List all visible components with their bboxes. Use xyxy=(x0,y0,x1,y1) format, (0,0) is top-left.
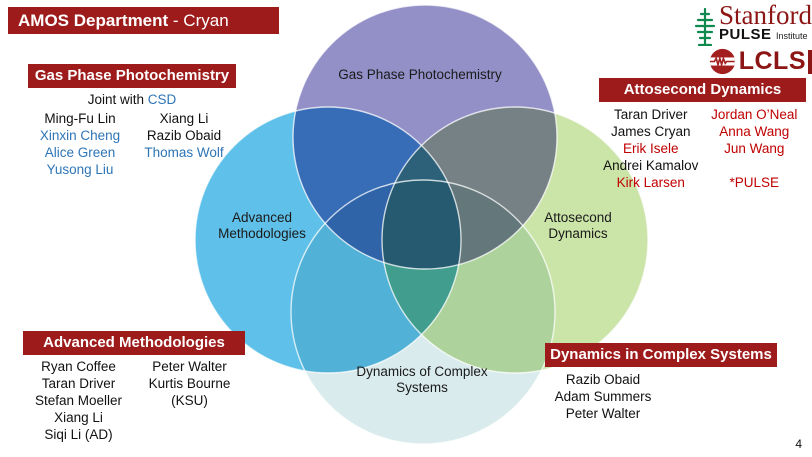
pulse-tree-icon xyxy=(694,7,716,46)
person-name: Stefan Moeller xyxy=(34,393,123,408)
person-name: Adam Summers xyxy=(554,389,652,404)
joint-note: Joint with CSD xyxy=(28,91,236,108)
lcls-wordmark: LCLS xyxy=(738,47,806,75)
person-name: Jordan O’Neal xyxy=(711,107,798,122)
slide-title-department: AMOS Department xyxy=(18,11,169,30)
person-name: Taran Driver xyxy=(613,107,688,122)
person-name: Anna Wang xyxy=(719,124,790,139)
stanford-pulse-logo: Stanford PULSE Institute xyxy=(693,0,812,46)
venn-label-advanced-methodologies: Advanced Methodologies xyxy=(218,210,306,241)
group-header-complex: Dynamics in Complex Systems xyxy=(545,343,777,367)
person-name: Taran Driver xyxy=(41,376,116,391)
person-name: Peter Walter xyxy=(152,359,227,374)
person-name: James Cryan xyxy=(610,124,691,139)
slide-title-suffix: - Cryan xyxy=(168,11,229,30)
person-name xyxy=(703,157,807,174)
lcls-waveform-icon xyxy=(709,48,735,75)
person-name: Ryan Coffee xyxy=(41,359,116,374)
group-gas-phase-photochemistry: Gas Phase Photochemistry Joint with CSD … xyxy=(28,64,236,178)
venn-label-complex-systems: Dynamics of Complex Systems xyxy=(356,364,488,395)
person-name: Ming-Fu Lin xyxy=(44,111,116,126)
person-name: Peter Walter xyxy=(565,406,641,421)
person-name: Razib Obaid xyxy=(146,128,222,143)
venn-label-attosecond-dynamics: Attosecond Dynamics xyxy=(544,210,612,241)
person-name: Jun Wang xyxy=(724,141,785,156)
person-name: Siqi Li (AD) xyxy=(44,427,113,442)
person-name: Razib Obaid xyxy=(565,372,641,387)
person-name: Kirk Larsen xyxy=(616,175,685,190)
institute-label: Institute xyxy=(775,31,808,41)
person-name: Yusong Liu xyxy=(46,162,114,177)
name-column xyxy=(661,371,777,422)
group-header-gas-phase: Gas Phase Photochemistry xyxy=(28,64,236,88)
person-name: Andrei Kamalov xyxy=(603,158,699,173)
person-name: Erik Isele xyxy=(622,141,679,156)
group-header-advanced: Advanced Methodologies xyxy=(23,331,245,355)
venn-circle-outlines xyxy=(194,4,649,445)
lcls-logo: LCLS xyxy=(693,47,812,76)
page-number: 4 xyxy=(795,437,802,451)
person-name: *PULSE xyxy=(729,175,780,190)
person-name: Xinxin Cheng xyxy=(39,128,121,143)
venn-circle-complex-systems xyxy=(291,180,555,444)
stanford-wordmark: Stanford xyxy=(719,0,812,30)
venn-label-gas-phase: Gas Phase Photochemistry xyxy=(338,67,502,82)
person-name: Alice Green xyxy=(44,145,116,160)
pulse-wordmark: PULSE xyxy=(719,26,772,43)
person-name: Thomas Wolf xyxy=(144,145,224,160)
joint-note-prefix: Joint with xyxy=(87,92,148,107)
lcls-logo-bar xyxy=(808,49,812,74)
joint-note-csd: CSD xyxy=(147,92,177,107)
slide-title: AMOS Department - Cryan xyxy=(8,7,279,34)
person-name: Xiang Li xyxy=(159,111,209,126)
person-name: Xiang Li xyxy=(54,410,103,425)
group-header-attosecond: Attosecond Dynamics xyxy=(599,78,806,102)
logo-block: Stanford PULSE Institute LCLS xyxy=(693,0,812,76)
person-name: Kurtis Bourne (KSU) xyxy=(148,376,231,408)
